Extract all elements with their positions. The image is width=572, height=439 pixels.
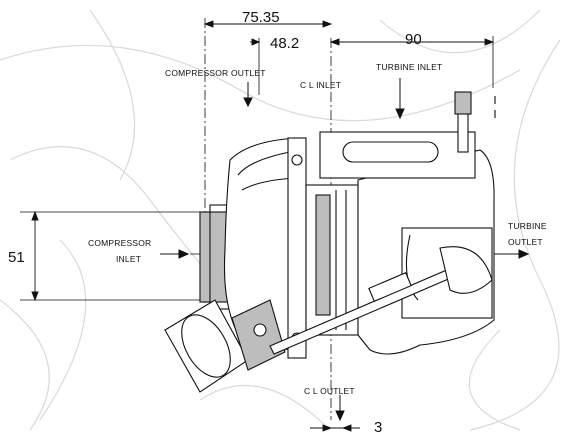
- dimension-inlet-offset: 48.2: [270, 35, 299, 52]
- dimension-overall: 75.35: [242, 9, 280, 26]
- label-compressor-inlet-line1: COMPRESSOR: [88, 238, 151, 248]
- label-turbine-outlet-line1: TURBINE: [508, 221, 547, 231]
- dimension-lines: [31, 20, 495, 432]
- label-compressor-outlet: COMPRESSOR OUTLET: [165, 68, 266, 78]
- dimension-turbine-span: 90: [405, 31, 422, 48]
- label-turbine-inlet: TURBINE INLET: [376, 62, 442, 72]
- label-cl-inlet: C L INLET: [300, 80, 341, 90]
- background-sketch: [0, 9, 561, 431]
- dimension-outlet-offset: 3: [374, 419, 382, 436]
- turbocharger-body: [164, 91, 496, 393]
- bearing-housing: [305, 184, 359, 336]
- label-turbine-outlet-line2: OUTLET: [508, 237, 543, 247]
- flow-arrows: [160, 78, 530, 422]
- label-cl-outlet: C L OUTLET: [304, 386, 355, 396]
- dimension-compressor-height: 51: [8, 249, 25, 266]
- label-compressor-inlet-line2: INLET: [116, 254, 141, 264]
